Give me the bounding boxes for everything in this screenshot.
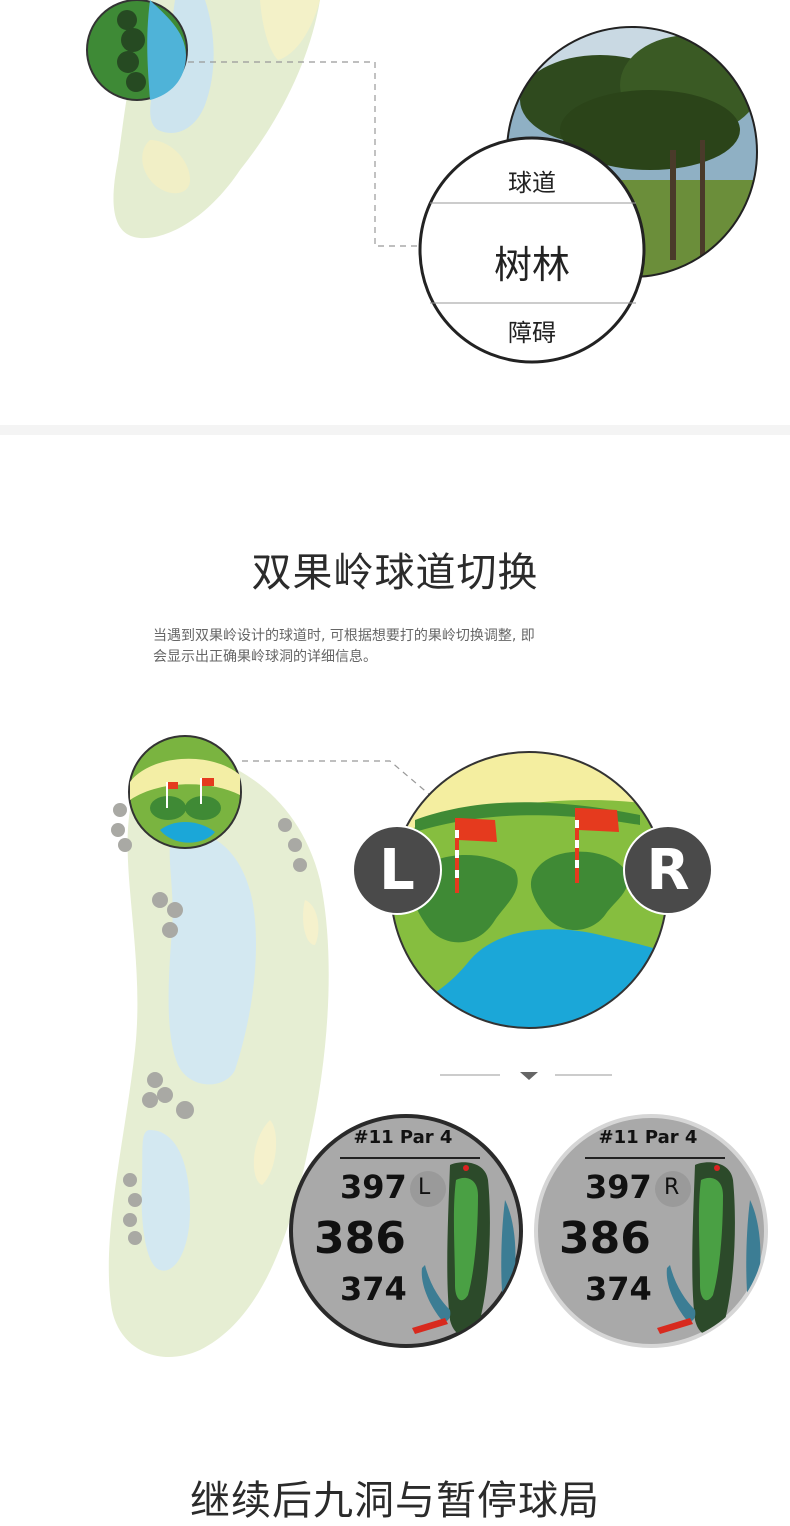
connector-line [188, 61, 420, 247]
flag-right [575, 808, 619, 883]
watch-left-hole: #11 Par 4 [353, 1127, 453, 1148]
section-title-next: 继续后九洞与暂停球局 [190, 1478, 600, 1524]
watch-left [289, 1114, 523, 1348]
course-map-top [86, 0, 758, 364]
right-green-badge: R [646, 838, 690, 903]
watch-left-middle-distance: 386 [314, 1213, 406, 1264]
hazard-label-obstacle: 障碍 [508, 319, 556, 347]
hazard-label-trees: 树林 [493, 243, 570, 287]
watch-left-green-indicator: L [418, 1175, 431, 1200]
bunker-2 [253, 1120, 277, 1185]
green-right [530, 851, 628, 930]
watch-right-front-distance: 374 [585, 1270, 652, 1308]
watch-right-green-indicator: R [664, 1175, 680, 1200]
section-description: 当遇到双果岭设计的球道时, 可根据想要打的果岭切换调整, 即 会显示出正确果岭球… [153, 626, 653, 668]
watch-right-hole: #11 Par 4 [598, 1127, 698, 1148]
hazard-label-fairway: 球道 [508, 169, 556, 197]
down-arrow-icon [520, 1072, 538, 1080]
hazard-section: 球道 树林 障碍 [0, 0, 790, 425]
watch-right-back-distance: 397 [585, 1168, 652, 1206]
watch-right-middle-distance: 386 [559, 1213, 651, 1264]
flag-left [455, 818, 497, 893]
watch-left-back-distance: 397 [340, 1168, 407, 1206]
tree-group [111, 803, 307, 1245]
section-title-dual-green: 双果岭球道切换 [251, 550, 539, 596]
water-hazard-2 [141, 1130, 190, 1271]
badge-left-bg [352, 825, 442, 915]
dual-green-illustration [108, 735, 768, 1357]
description-line-1: 当遇到双果岭设计的球道时, 可根据想要打的果岭切换调整, 即 [153, 628, 535, 644]
watch-left-front-distance: 374 [340, 1270, 407, 1308]
trees-cluster [117, 10, 146, 92]
section-divider [0, 425, 790, 435]
connector-line [242, 760, 431, 796]
bunker [142, 140, 190, 194]
left-green-badge: L [379, 838, 415, 903]
badge-right-bg [623, 825, 713, 915]
water-hazard [168, 830, 256, 1085]
watch-right [534, 1114, 768, 1348]
description-line-2: 会显示出正确果岭球洞的详细信息。 [153, 649, 377, 665]
bunker [303, 900, 319, 945]
